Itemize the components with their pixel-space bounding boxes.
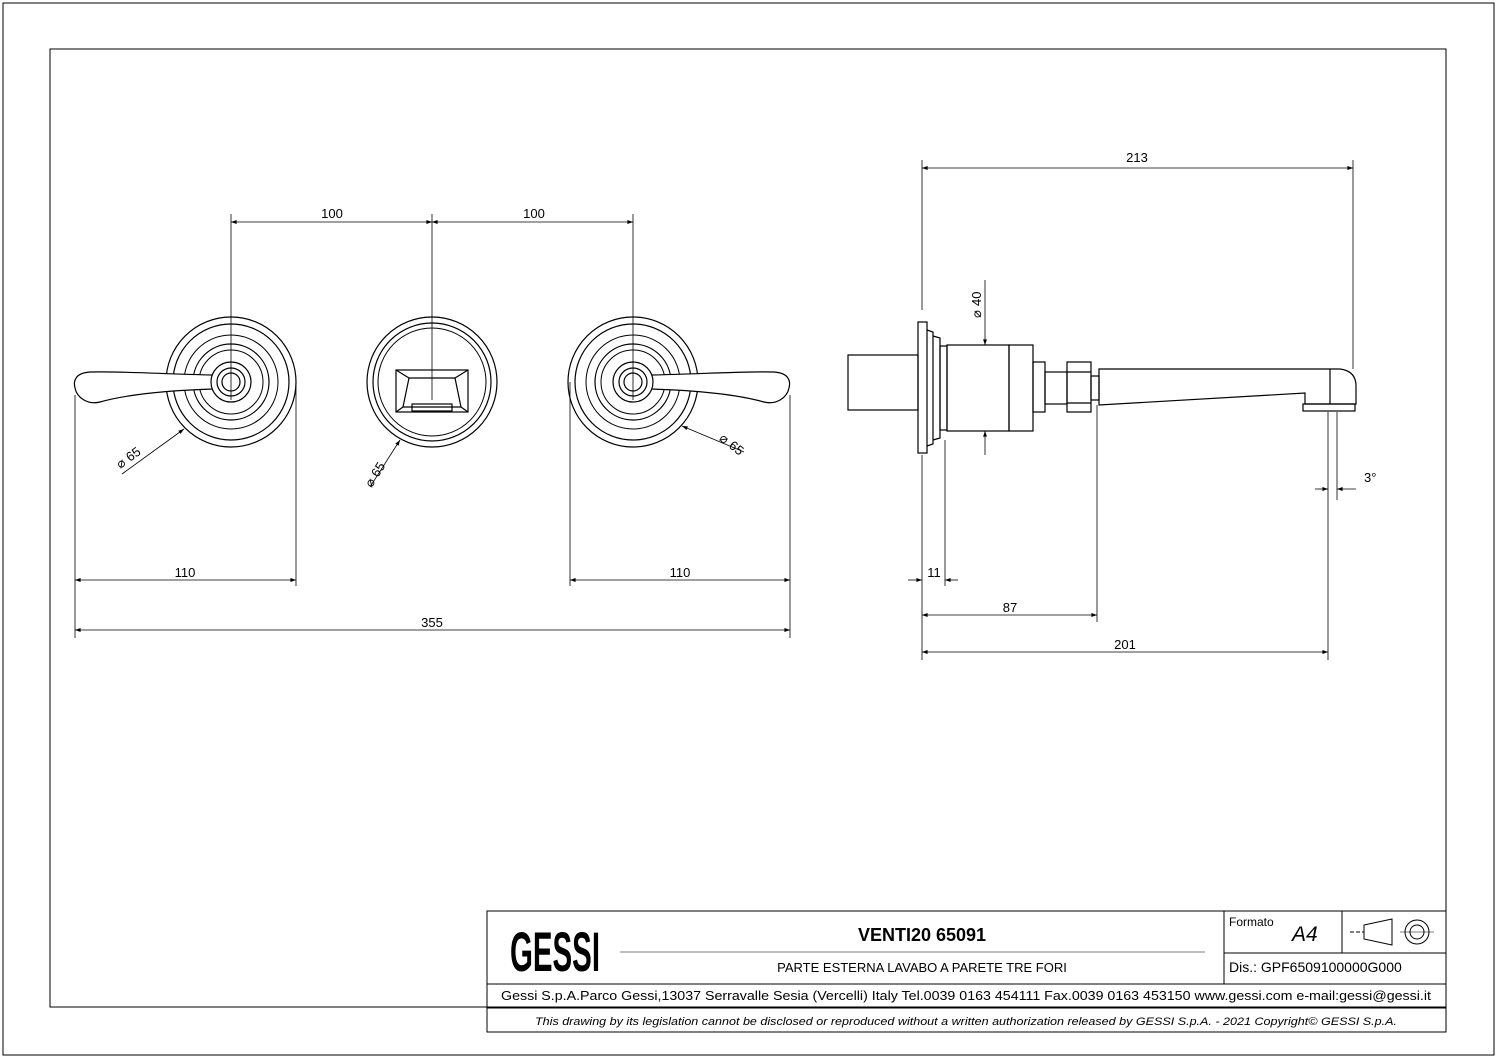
company-info: Gessi S.p.A.Parco Gessi,13037 Serravalle… — [501, 988, 1431, 1003]
inner-frame — [49, 48, 1447, 1008]
dim-spout-angle: 3° — [1364, 470, 1376, 485]
dia-symbol: ⌀ — [969, 310, 984, 318]
dim-overall-width: 355 — [421, 615, 443, 630]
dim-dia-right: 65 — [726, 438, 747, 459]
product-name: VENTI20 65091 — [858, 925, 986, 945]
dim-dia-center: 65 — [368, 459, 388, 479]
side-view-dimensions — [908, 160, 1356, 660]
dim-dia-left: 65 — [123, 444, 144, 465]
title-block — [486, 910, 1447, 1033]
dim-spout-length: 213 — [1126, 150, 1148, 165]
gessi-logo: GESSI — [510, 920, 600, 983]
drawing-number: Dis.: GPF6509100000G000 — [1229, 959, 1402, 975]
dim-plate-thickness: 11 — [927, 565, 941, 580]
copyright-notice: This drawing by its legislation cannot b… — [535, 1016, 1397, 1028]
side-view — [847, 321, 1357, 454]
product-description: PARTE ESTERNA LAVABO A PARETE TRE FORI — [777, 960, 1067, 975]
projection-symbol-icon — [1350, 918, 1434, 946]
right-handle — [567, 316, 791, 448]
dim-pipe-dia: 40 — [969, 292, 984, 306]
side-view-dimension-text: 213 ⌀ 40 11 87 201 3° — [927, 150, 1376, 652]
dim-lever-left: 110 — [175, 565, 196, 580]
dim-projection: 201 — [1114, 637, 1136, 652]
dim-lever-right: 110 — [670, 565, 691, 580]
format-label: Formato — [1229, 915, 1274, 929]
logo-text: GESSI — [510, 920, 600, 983]
dim-spacing-left: 100 — [321, 206, 343, 221]
dim-body-depth: 87 — [1003, 600, 1017, 615]
front-view-dimension-text: 100 100 110 110 355 ⌀ 65 ⌀ 65 ⌀ 65 — [113, 206, 747, 630]
front-view-dimensions — [74, 214, 791, 638]
left-handle — [73, 316, 297, 448]
format-value: A4 — [1290, 923, 1318, 946]
dim-spacing-right: 100 — [523, 206, 545, 221]
